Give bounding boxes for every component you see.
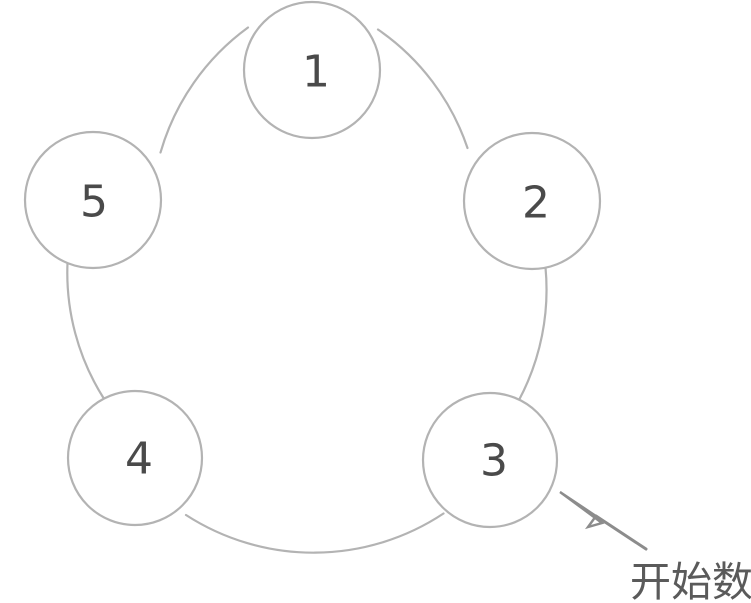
node-1-label: 1 [302, 47, 330, 98]
node-4-circle[interactable] [66, 389, 204, 527]
annotation-label: 开始数 [630, 558, 751, 603]
start-annotation: 开始数 [559, 491, 751, 603]
link-5-to-1 [159, 26, 250, 154]
node-3[interactable]: 3 [421, 391, 559, 529]
node-1[interactable]: 1 [242, 0, 382, 140]
link-2-to-3 [517, 266, 548, 402]
annotation-arrow-shaft [594, 514, 648, 551]
node-5-circle[interactable] [23, 130, 163, 270]
node-5[interactable]: 5 [23, 130, 163, 270]
link-group [66, 26, 548, 554]
annotation-arrow-head [559, 491, 605, 530]
node-3-label: 3 [480, 436, 508, 487]
node-4[interactable]: 4 [66, 389, 204, 527]
node-2-circle[interactable] [462, 131, 602, 271]
link-3-to-4 [184, 512, 445, 554]
node-4-label: 4 [125, 434, 153, 485]
link-4-to-5 [66, 261, 105, 400]
node-5-label: 5 [80, 177, 108, 228]
link-1-to-2 [376, 28, 469, 150]
node-1-circle[interactable] [242, 0, 382, 140]
node-2[interactable]: 2 [462, 131, 602, 271]
node-2-label: 2 [522, 178, 550, 229]
node-3-circle[interactable] [421, 391, 559, 529]
